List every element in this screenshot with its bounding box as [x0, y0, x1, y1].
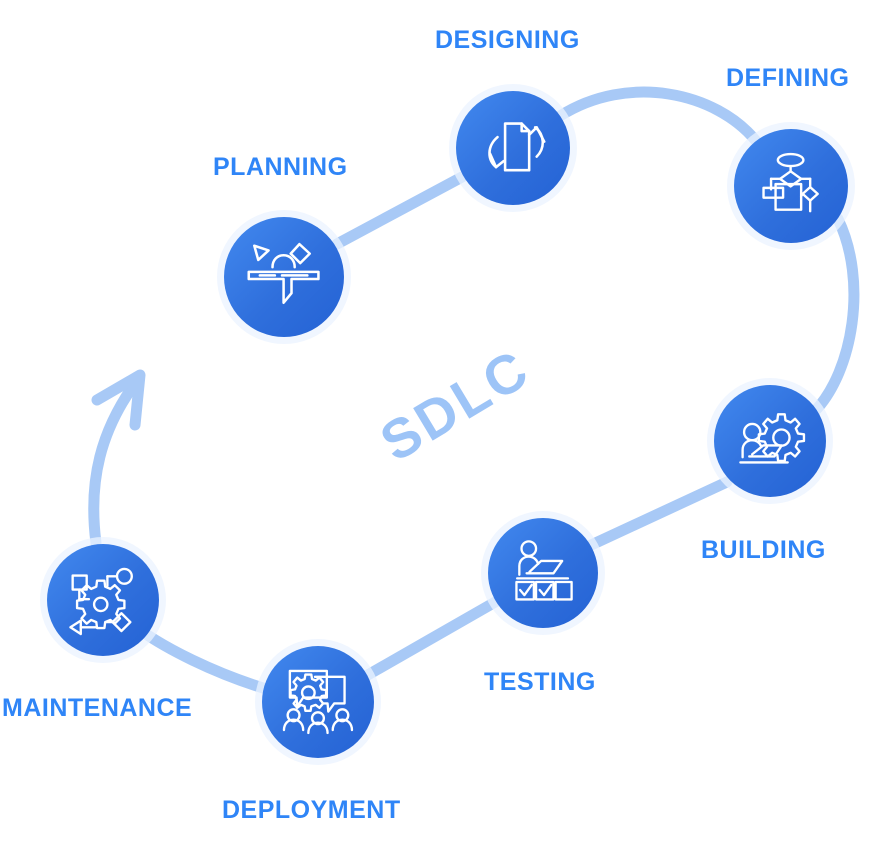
stage-node-deployment[interactable] [262, 646, 374, 758]
connector-maintenance-to-planning-arrow [88, 369, 146, 549]
connector-testing-to-deployment [360, 595, 503, 682]
connector-deployment-to-maintenance [134, 624, 269, 694]
stage-label-designing: DESIGNING [435, 26, 580, 54]
document-refresh-icon [475, 110, 550, 185]
stage-node-testing[interactable] [488, 518, 598, 628]
connector-designing-to-defining [554, 86, 762, 147]
stage-label-maintenance: MAINTENANCE [2, 694, 193, 722]
connector-building-to-testing [583, 476, 733, 552]
flowchart-icon [753, 148, 828, 223]
stage-node-designing[interactable] [456, 91, 570, 205]
checklist-person-icon [507, 537, 580, 610]
developer-gear-icon [733, 404, 807, 478]
stage-label-building: BUILDING [701, 536, 826, 564]
gear-network-icon [66, 563, 140, 637]
connector-defining-to-building [809, 213, 860, 417]
stage-node-building[interactable] [714, 385, 826, 497]
stage-label-planning: PLANNING [213, 153, 348, 181]
stage-node-defining[interactable] [734, 129, 848, 243]
stage-label-deployment: DEPLOYMENT [222, 796, 401, 824]
stage-label-testing: TESTING [484, 668, 596, 696]
stage-node-maintenance[interactable] [47, 544, 159, 656]
funnel-shapes-icon [244, 237, 323, 316]
stage-node-planning[interactable] [224, 217, 344, 337]
connector-planning-to-designing [331, 171, 468, 250]
chat-gear-team-icon [281, 665, 355, 739]
stage-label-defining: DEFINING [726, 64, 850, 92]
